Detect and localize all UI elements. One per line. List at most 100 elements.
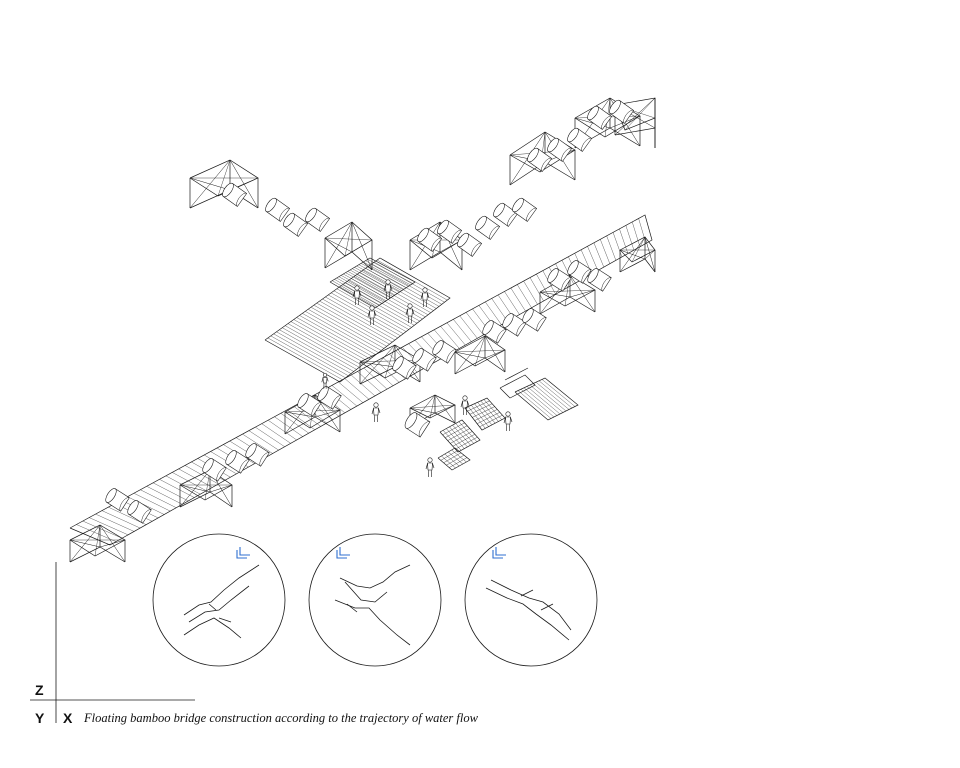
deck-slat (133, 493, 171, 512)
truss-brace (484, 349, 506, 359)
float-barrel-lower-4 (245, 443, 270, 467)
barrel-cap (127, 500, 139, 515)
deck-slat (446, 322, 466, 346)
barrel-cap (522, 308, 534, 323)
deck-slat (517, 390, 552, 419)
deck-slat (523, 280, 538, 305)
barrel-cap (283, 212, 295, 228)
axis-label-z: Z (35, 682, 44, 698)
barrel-end (623, 109, 634, 124)
barrel-end (319, 217, 330, 232)
exploded-deck-panel (514, 377, 579, 421)
person-arm (503, 417, 506, 424)
person-arm (371, 408, 374, 415)
grid-outline (464, 397, 506, 431)
deck-slat (541, 379, 576, 407)
truss-brace (384, 344, 396, 379)
deck-slat (152, 482, 189, 502)
barrel-end (239, 459, 250, 474)
deck-slat (350, 374, 376, 397)
exploded-barrel (404, 412, 431, 438)
person-body (407, 308, 413, 317)
grid-outline (439, 419, 481, 453)
bamboo-deck-layer (69, 214, 653, 546)
person-figure-1 (383, 279, 393, 300)
deck-slat (606, 235, 617, 261)
float-barrel-upper-7 (475, 215, 501, 240)
person-head (422, 287, 428, 293)
float-barrel-upper-10 (527, 147, 553, 172)
grid-bar (477, 402, 496, 424)
deck-slat (146, 486, 183, 505)
flow-arrow-icon (492, 547, 506, 559)
lattice-mat-3 (437, 447, 471, 471)
deck-slat (331, 292, 404, 334)
person-head (385, 279, 391, 285)
flow-inset-2 (308, 533, 442, 667)
barrel-cap (493, 202, 505, 218)
drawing-caption: Floating bamboo bridge construction acco… (84, 711, 478, 725)
barrel-end (431, 237, 442, 252)
deck-slat (343, 273, 389, 300)
deck-slat (536, 274, 550, 298)
inset-bridge-stroke (339, 564, 411, 589)
deck-slat (367, 259, 413, 284)
deck-slat (302, 313, 376, 355)
barrel-end (471, 242, 482, 257)
deck-slat (535, 382, 570, 410)
deck-slat (328, 294, 401, 336)
person-figure-3 (367, 305, 377, 326)
grid-bar (449, 457, 468, 468)
float-barrel-upper-2 (283, 212, 309, 237)
inset-circle (464, 533, 598, 667)
barrel-cap (297, 393, 309, 408)
deck-slat (510, 287, 526, 312)
truss-brace (359, 344, 396, 385)
truss-brace (569, 289, 596, 298)
person-figure-2 (420, 287, 430, 308)
barrel-end (216, 467, 227, 482)
deck-slat (352, 268, 398, 294)
people-figures-layer (321, 279, 513, 478)
upper-truss-1 (324, 221, 373, 271)
truss-brace (217, 159, 231, 197)
grid-bar (452, 434, 475, 447)
barrel-cap (317, 386, 329, 401)
deck-slat (593, 242, 604, 268)
float-barrel-upper-4 (417, 227, 443, 252)
upper-truss-0 (189, 159, 259, 209)
deck-slat (331, 385, 358, 407)
deck-slat (305, 311, 379, 353)
barrel-cap (457, 232, 469, 248)
person-head (407, 303, 413, 309)
person-figure-4 (405, 303, 415, 324)
deck-slat (376, 360, 400, 383)
deck-slat (255, 426, 285, 447)
deck-slat (338, 276, 384, 303)
deck-slat (587, 246, 598, 271)
deck-slat (529, 384, 564, 413)
deck-slat (526, 386, 561, 415)
barrel-cap (587, 268, 599, 283)
deck-slat (285, 325, 360, 368)
deck-slat (312, 395, 339, 417)
inset-bridge-stroke (218, 617, 232, 623)
grid-bar (442, 422, 465, 436)
deck-slat (101, 510, 141, 529)
inset-bridge-stroke (344, 581, 388, 603)
grid-bar (455, 423, 474, 444)
person-head (427, 457, 433, 463)
deck-slat (293, 406, 321, 427)
barrel-end (406, 365, 417, 380)
truss-brace (429, 394, 436, 419)
barrel-end (601, 115, 612, 130)
deck-slat (358, 264, 404, 290)
float-barrel-lower-8 (412, 348, 437, 372)
deck-slat (342, 284, 415, 326)
deck-slat (459, 315, 478, 339)
deck-slat (178, 468, 213, 488)
barrel-cap (609, 99, 621, 115)
barrel-end (426, 357, 437, 372)
truss-brace (644, 249, 656, 260)
barrel-cap (547, 268, 559, 283)
